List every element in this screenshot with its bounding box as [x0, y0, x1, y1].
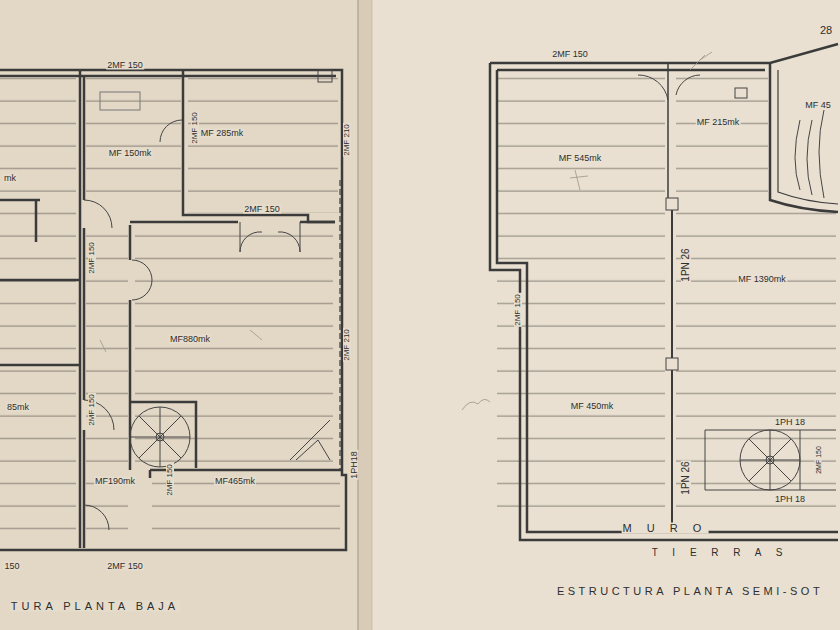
wall-label: M U R O [622, 523, 709, 534]
beam-label: MF 215mk [696, 118, 741, 127]
dimension-label: 2MF 150 [166, 463, 174, 497]
dimension-label: 2MF 150 [815, 445, 822, 475]
dimension-label: 2MF 150 [106, 562, 144, 571]
beam-label: MF 1390mk [737, 275, 787, 284]
dimension-label: 2MF 210 [343, 123, 351, 157]
dimension-label: 150 [3, 562, 20, 571]
beam-label: 1PH 18 [774, 418, 806, 427]
beam-label: MF 150mk [108, 149, 153, 158]
dimension-label: 2MF 150 [88, 393, 96, 427]
beam-label: MF 545mk [558, 154, 603, 163]
dimension-label: 2MF 150 [243, 205, 281, 214]
dimension-label: 2MF 150 [106, 61, 144, 70]
dimension-label: 2MF 210 [343, 328, 351, 362]
dimension-label: 2MF 150 [88, 241, 96, 275]
beam-label: MF 450mk [570, 402, 615, 411]
beam-label: mk [3, 174, 17, 183]
beam-label: 1PN 26 [681, 460, 691, 495]
beam-label: 85mk [6, 403, 30, 412]
beam-label: 1PN 26 [681, 247, 691, 282]
sheet-title: ESTRUCTURA PLANTA SEMI-SOT [556, 586, 824, 597]
beam-label: MF465mk [214, 477, 256, 486]
ground-label: T I E R R A S [651, 548, 790, 558]
beam-label: 1PH18 [350, 450, 359, 480]
beam-label: 1PH 18 [774, 495, 806, 504]
dimension-label: 2MF 150 [191, 111, 199, 145]
dimension-label: 2MF 150 [514, 293, 522, 327]
beam-label: MF 285mk [200, 129, 245, 138]
beam-label: MF 45 [804, 101, 832, 110]
dimension-label: 2MF 150 [551, 50, 589, 59]
sheet-title: TURA PLANTA BAJA [10, 601, 180, 612]
beam-label: MF880mk [169, 335, 211, 344]
sheet-number: 28 [819, 25, 833, 36]
beam-label: MF190mk [94, 477, 136, 486]
